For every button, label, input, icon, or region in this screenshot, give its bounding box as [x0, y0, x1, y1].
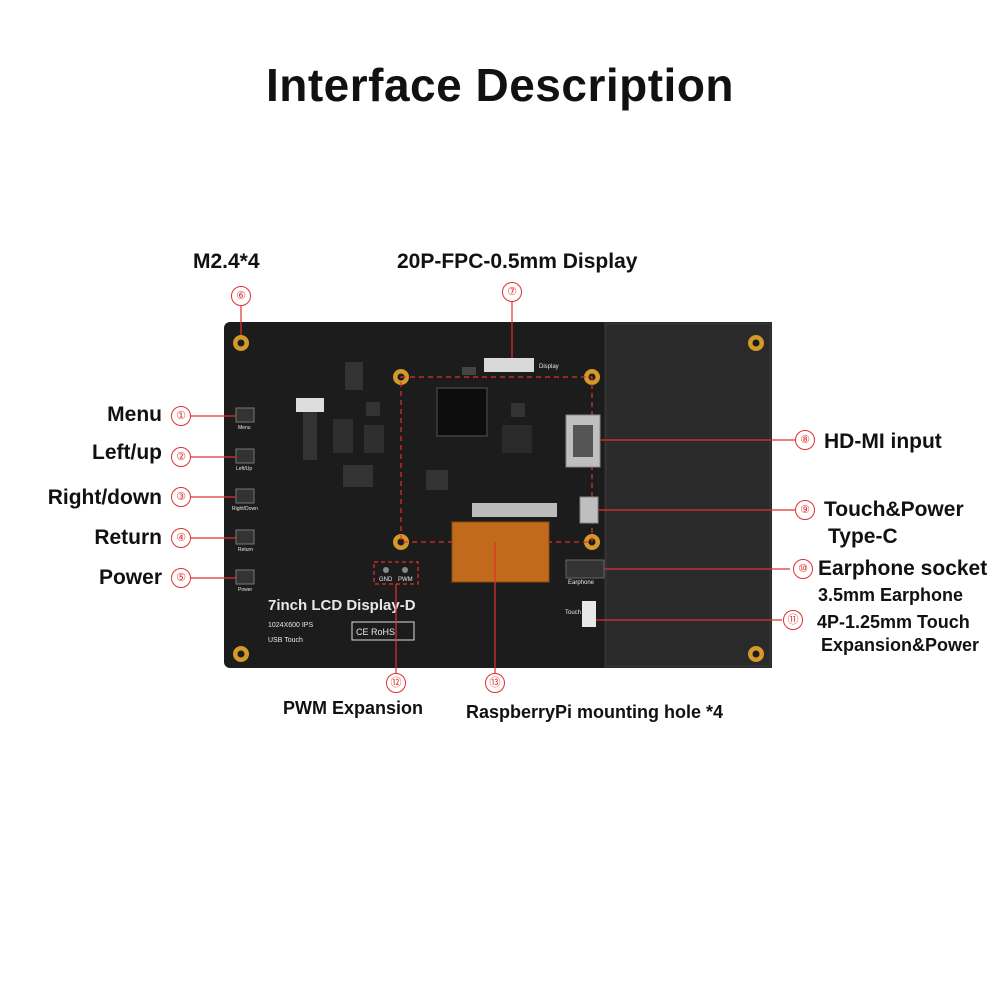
page-title: Interface Description [265, 59, 735, 111]
marker-7: ⑦ [502, 282, 522, 302]
marker-1: ① [171, 406, 191, 426]
marker-4: ④ [171, 528, 191, 548]
board-label-earphone: Earphone [568, 580, 595, 586]
cert-marks: CE RoHS [356, 627, 395, 637]
marker-11: ⑪ [783, 610, 803, 630]
svg-text:Menu: Menu [238, 425, 251, 431]
main-chip [436, 387, 488, 437]
corner-mounting-holes [233, 335, 764, 662]
marker-13: ⑬ [485, 673, 505, 693]
label-power: Power [98, 566, 162, 589]
label-rightdown: Right/down [47, 486, 162, 509]
display-fpc-connector [484, 358, 534, 372]
label-touch-1: 4P-1.25mm Touch [817, 612, 970, 632]
marker-9: ⑨ [795, 500, 815, 520]
svg-text:Power: Power [238, 587, 253, 593]
label-leftup: Left/up [92, 441, 162, 464]
label-typec-1: Touch&Power [824, 498, 964, 521]
label-hdmi: HD-MI input [824, 430, 942, 453]
metal-backplate [604, 322, 772, 668]
marker-10: ⑩ [793, 559, 813, 579]
label-typec-2: Type-C [828, 525, 898, 548]
marker-3: ③ [171, 487, 191, 507]
board-name: 7inch LCD Display-D [268, 597, 416, 614]
svg-text:Return: Return [238, 547, 253, 553]
label-earphone-2: 3.5mm Earphone [818, 585, 964, 605]
board-label-touch-conn: Touch [565, 610, 581, 616]
label-menu: Menu [107, 403, 162, 426]
board-spec: 1024X600 IPS [268, 622, 313, 629]
marker-5: ⑤ [171, 568, 191, 588]
marker-6: ⑥ [231, 286, 251, 306]
rpi-mounting-holes [393, 369, 600, 550]
label-rpi: RaspberryPi mounting hole *4 [466, 702, 724, 722]
earphone-jack [565, 559, 605, 579]
leader-lines [190, 302, 795, 675]
label-pwm: PWM Expansion [283, 698, 424, 718]
label-return: Return [94, 526, 162, 549]
svg-text:Left/Up: Left/Up [236, 466, 252, 472]
touch-connector [582, 601, 596, 627]
marker-8: ⑧ [795, 430, 815, 450]
side-buttons: Menu Left/Up Right/Down Return Power [232, 407, 258, 593]
marker-2: ② [171, 447, 191, 467]
fpc-connector [472, 503, 557, 517]
svg-text:Right/Down: Right/Down [232, 506, 258, 512]
board-touch-text: USB Touch [268, 637, 303, 644]
marker-12: ⑫ [386, 673, 406, 693]
svg-text:PWM: PWM [398, 577, 413, 583]
typec-port [579, 496, 599, 524]
svg-text:GND: GND [379, 577, 393, 583]
board-label-display: Display [539, 364, 559, 370]
label-touch-2: Expansion&Power [821, 635, 980, 655]
label-earphone-1: Earphone socket [818, 557, 988, 580]
fpc-ribbon [452, 522, 549, 582]
label-m24: M2.4*4 [193, 250, 260, 273]
label-fpc: 20P-FPC-0.5mm Display [397, 250, 638, 273]
